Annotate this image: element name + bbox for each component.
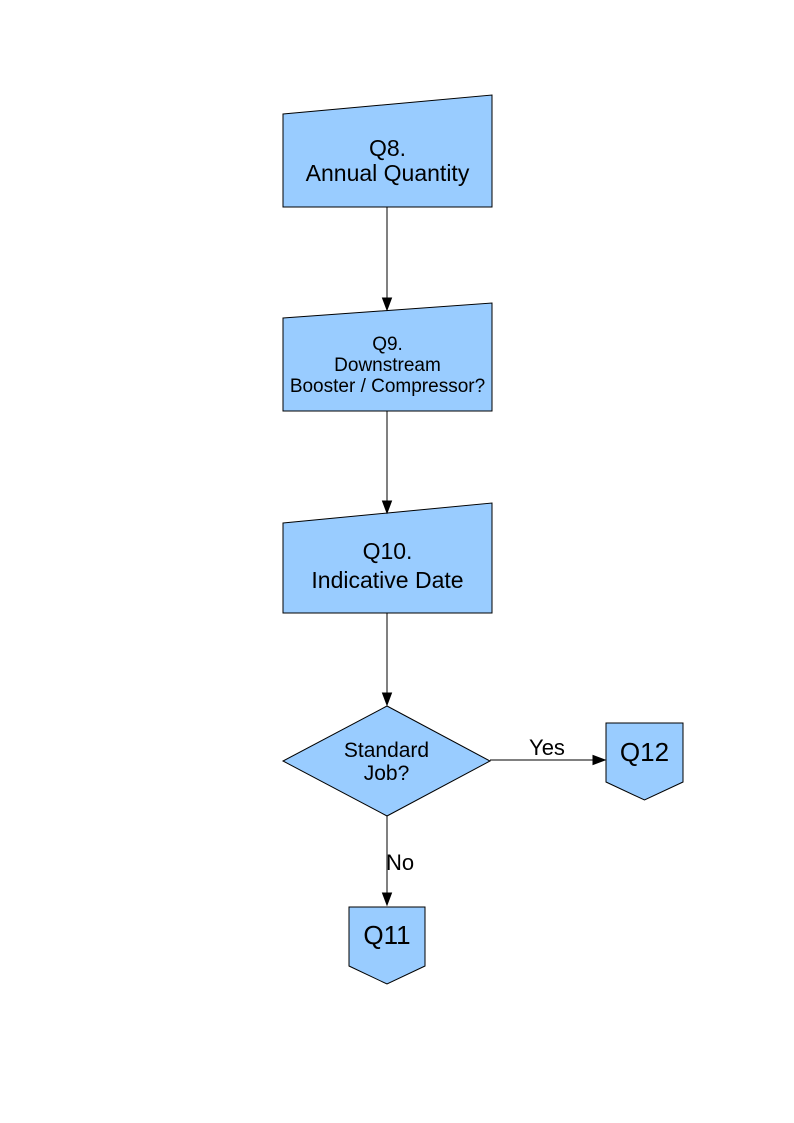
q9-node-label: Q9. Downstream Booster / Compressor? <box>283 334 492 397</box>
q11-off-page-connector-shape <box>348 906 426 985</box>
decision-label-line-1: Standard <box>343 739 430 762</box>
yes-branch-label: Yes <box>529 735 565 760</box>
arrowhead-decision-to-q11 <box>381 892 393 907</box>
q9-manual-input-shape <box>282 302 493 412</box>
q10-label-line-2: Indicative Date <box>311 567 464 593</box>
arrowhead-q10-to-decision <box>381 692 393 707</box>
arrowhead-decision-to-q12 <box>592 754 607 766</box>
q8-manual-input-shape <box>282 94 493 208</box>
q12-off-page-connector-shape <box>605 722 684 801</box>
q9-label-line-1: Q9. <box>372 334 403 355</box>
q8-label-line-2: Annual Quantity <box>305 160 470 186</box>
q10-manual-input-shape <box>282 502 493 614</box>
no-branch-label: No <box>385 850 415 875</box>
standard-job-decision-label: Standard Job? <box>283 739 490 785</box>
arrowhead-q9-to-q10 <box>381 500 393 515</box>
q8-label-line-1: Q8. <box>368 135 407 161</box>
q9-label-line-3: Booster / Compressor? <box>289 376 486 397</box>
q10-node-label: Q10. Indicative Date <box>283 537 492 595</box>
q12-connector-label: Q12 <box>619 737 670 767</box>
arrowhead-q8-to-q9 <box>381 297 393 312</box>
q11-connector-label: Q11 <box>363 920 411 950</box>
decision-label-line-2: Job? <box>363 762 410 785</box>
q10-label-line-1: Q10. <box>362 538 413 564</box>
q9-label-line-2: Downstream <box>334 355 441 376</box>
q8-node-label: Q8. Annual Quantity <box>283 136 492 186</box>
